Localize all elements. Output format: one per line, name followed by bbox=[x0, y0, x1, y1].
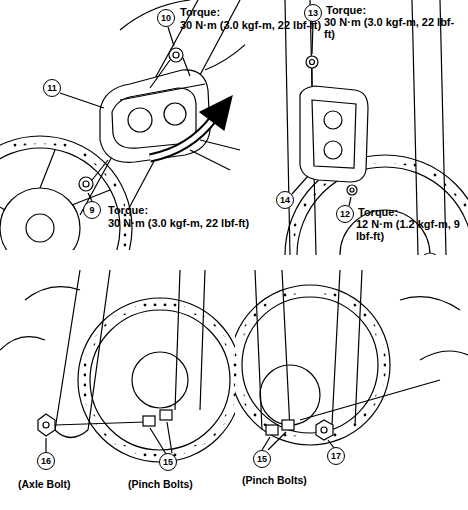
torque-spec: 30 N·m (3.0 kgf-m, 22 lbf-ft) bbox=[180, 19, 321, 31]
callout-number: 10 bbox=[157, 9, 175, 27]
axle-view-left bbox=[0, 270, 235, 462]
torque-spec: 30 N·m (3.0 kgf-m, 22 lbf-ft) bbox=[324, 16, 464, 40]
callout-number: 15 bbox=[253, 450, 271, 468]
callout-number: 15 bbox=[159, 453, 177, 471]
torque-spec: 30 N·m (3.0 kgf-m, 22 lbf-ft) bbox=[108, 217, 249, 229]
part-name: (Axle Bolt) bbox=[18, 478, 71, 490]
caliper-view-left bbox=[0, 0, 245, 250]
callout-number: 9 bbox=[83, 201, 101, 219]
callout-number: 16 bbox=[37, 452, 55, 470]
callout-number: 12 bbox=[336, 205, 354, 223]
part-name: (Pinch Bolts) bbox=[128, 478, 193, 490]
torque-spec: Torque: bbox=[326, 4, 366, 16]
torque-spec: 12 N·m (1.2 kgf-m, 9 lbf-ft) bbox=[356, 218, 464, 242]
torque-spec: Torque: bbox=[180, 6, 220, 18]
callout-number: 11 bbox=[43, 79, 61, 97]
callout-number: 17 bbox=[327, 447, 345, 465]
callout-number: 13 bbox=[304, 4, 322, 22]
torque-spec: Torque: bbox=[108, 204, 148, 216]
torque-spec: Torque: bbox=[358, 206, 398, 218]
part-name: (Pinch Bolts) bbox=[242, 474, 307, 486]
callout-number: 14 bbox=[276, 191, 294, 209]
caliper-view-right bbox=[285, 0, 468, 255]
axle-view-right bbox=[235, 270, 468, 450]
